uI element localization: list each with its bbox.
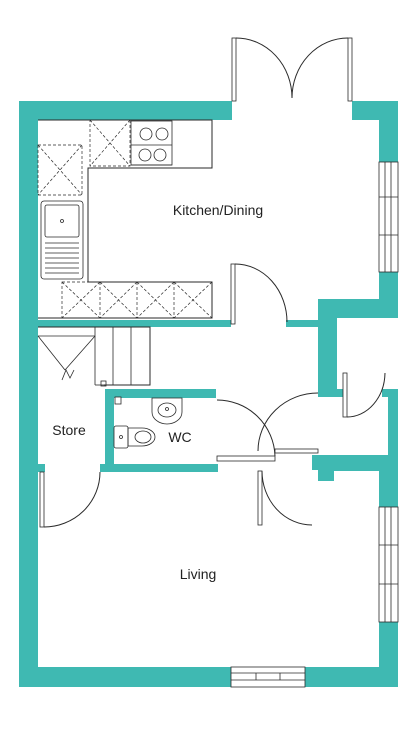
wc-label: WC [168,429,191,445]
wc-toilet [113,425,156,449]
internal-walls [38,320,322,472]
store-label: Store [52,422,86,438]
staircase [37,326,151,387]
cupboard-door [342,372,386,418]
right-window-upper [378,161,399,273]
right-window-lower [378,506,399,623]
kitchen-sink [40,200,84,280]
outer-walls [19,101,398,687]
living-label: Living [180,566,217,582]
kitchen-base-units [37,119,213,319]
kitchen-worktop [38,119,213,319]
hall-cupboard-door [257,392,319,454]
store-door [39,471,101,528]
french-doors [231,37,353,102]
hob [130,120,173,166]
living-door [257,470,313,526]
kitchen-door [230,263,288,325]
wc-door [216,399,276,462]
kitchen-dining-label: Kitchen/Dining [173,202,263,218]
bottom-window [230,666,306,688]
wc-basin [151,397,183,425]
